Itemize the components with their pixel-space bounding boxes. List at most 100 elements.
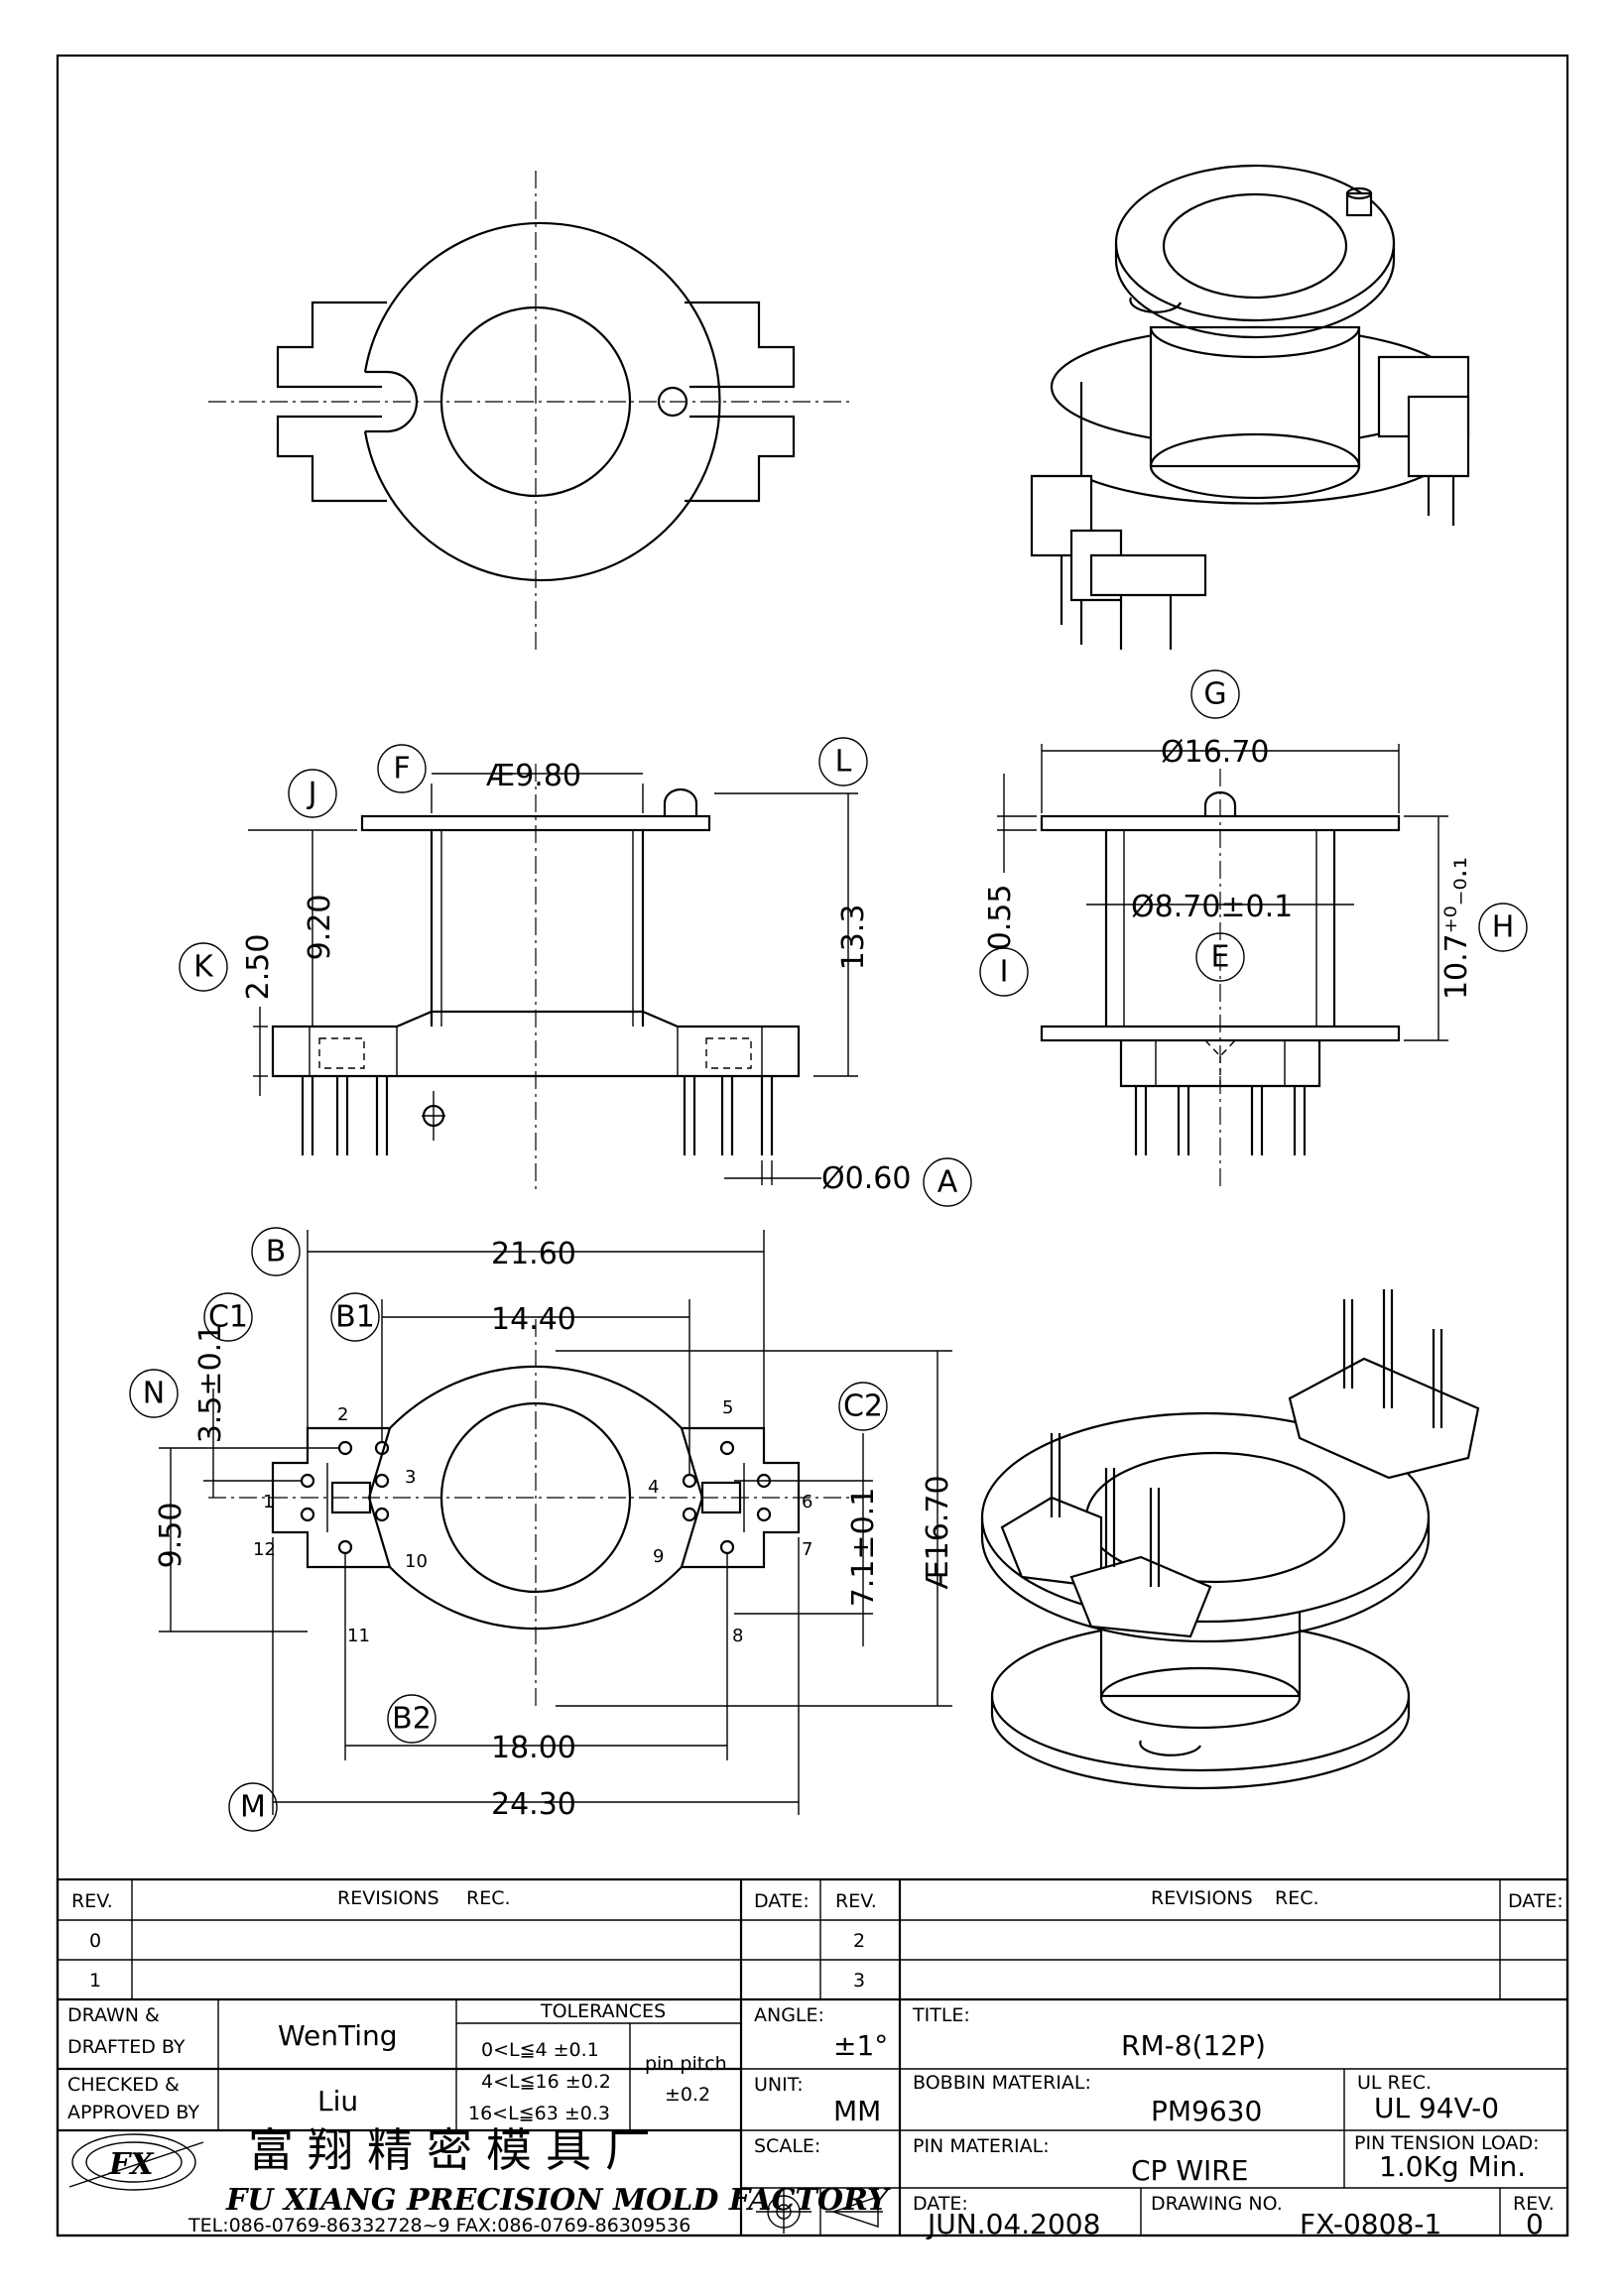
company-contact: TEL:086-0769-86332728~9 FAX:086-0769-863… [187,2215,690,2236]
drawn-label: DRAWN & [67,2004,160,2026]
ul-rec-value: UL 94V-0 [1374,2092,1499,2124]
rev-row-2: 2 [853,1930,865,1952]
balloon-l: L [835,745,852,780]
date-label: DATE: [913,2193,968,2215]
drawing-no-label: DRAWING NO. [1151,2193,1283,2215]
pin-label-10: 10 [405,1551,428,1572]
pin-pitch-label: pin pitch [645,2053,727,2075]
pin-label-8: 8 [732,1626,743,1646]
pin-material-label: PIN MATERIAL: [913,2135,1050,2157]
balloon-c2: C2 [843,1390,883,1424]
rev-header-left: REV. [71,1890,113,1912]
checked-label: CHECKED & [67,2074,180,2096]
pin-tension-label: PIN TENSION LOAD: [1354,2132,1540,2154]
balloon-k: K [193,950,214,985]
company-name-en: FU XIANG PRECISION MOLD FACTORY [225,2183,891,2218]
balloons: J F L K G E H I A B B1 C1 N C2 B2 M [129,669,1528,1832]
pin-label-5: 5 [722,1397,733,1418]
balloon-f: F [393,752,410,786]
front-dim-pin-dia: Ø0.60 [821,1161,911,1196]
company-name-cn: 富翔精密模具厂 [248,2123,665,2177]
rev-value: 0 [1526,2208,1544,2240]
front-dim-flange: Æ9.80 [486,759,581,793]
front-view: Æ9.80 9.20 2.50 13.3 Ø0.60 [241,759,911,1196]
side-view: Ø16.70 Ø8.70±0.1 10.7⁺⁰₋₀.₁ 0.55 [983,735,1474,1190]
title-value: RM-8(12P) [1121,2029,1266,2062]
balloon-b: B [266,1235,287,1269]
side-dim-flange: Ø16.70 [1161,735,1270,770]
projection-symbol-icon [756,2190,883,2234]
angle-label: ANGLE: [754,2004,824,2026]
pin-label-11: 11 [347,1626,370,1646]
rev-row-1: 1 [89,1970,101,1992]
unit-value: MM [833,2095,881,2127]
balloon-e: E [1211,940,1230,975]
balloon-i: I [1000,955,1009,990]
logo-text: FX [108,2147,155,2182]
rec-header-right: REC. [1275,1887,1319,1909]
revisions-header-left: REVISIONS [337,1887,439,1909]
side-dim-core: Ø8.70±0.1 [1131,890,1293,924]
approved-label: APPROVED BY [67,2102,199,2123]
balloon-h: H [1492,910,1515,945]
date-value: JUN.04.2008 [926,2208,1100,2240]
title-block: REV. REVISIONS REC. DATE: REV. REVISIONS… [56,1877,1569,2240]
title-label: TITLE: [912,2004,970,2026]
bottom-dim-dia: Æ16.70 [921,1475,955,1589]
bottom-dim-pitch-y: 3.5±0.1 [193,1324,228,1444]
ul-rec-label: UL REC. [1357,2072,1432,2094]
front-dim-total-height: 13.3 [836,905,871,971]
pin-label-4: 4 [648,1477,659,1498]
rev-row-3: 3 [853,1970,865,1992]
tolerances-label: TOLERANCES [540,2000,666,2022]
tolerance-line-2: 4<L≦16 ±0.2 [481,2071,611,2093]
balloon-n: N [143,1377,165,1411]
scale-label: SCALE: [754,2135,820,2157]
bottom-dim-gap-y: 7.1±0.1 [846,1488,881,1608]
unit-label: UNIT: [754,2074,804,2096]
balloon-c1: C1 [208,1300,248,1335]
checked-by-value: Liu [317,2085,358,2117]
pin-material-value: CP WIRE [1131,2154,1248,2187]
pin-label-9: 9 [653,1546,664,1567]
pin-label-2: 2 [337,1404,348,1425]
bottom-dim-span-y: 9.50 [154,1503,188,1569]
bottom-dim-outer: 21.60 [491,1237,576,1271]
balloon-m: M [240,1790,266,1825]
balloon-j: J [307,777,317,811]
pin-tension-value: 1.0Kg Min. [1379,2150,1526,2183]
company-logo-icon: FX [68,2133,204,2191]
balloon-b2: B2 [392,1702,432,1737]
rec-header-left: REC. [466,1887,511,1909]
pin-pitch-value: ±0.2 [665,2084,710,2106]
date-header-right: DATE: [1508,1890,1563,1912]
revisions-header-right: REVISIONS [1151,1887,1253,1909]
pin-label-3: 3 [405,1467,416,1488]
rev-header-right: REV. [835,1890,877,1912]
side-dim-wall: 0.55 [983,885,1018,951]
front-dim-base-height: 2.50 [241,934,276,1001]
top-view [208,171,853,655]
pin-label-6: 6 [802,1492,812,1512]
front-dim-pin-height: 9.20 [303,895,337,961]
balloon-a: A [937,1165,958,1200]
bottom-view: 2 1 3 12 10 11 5 4 6 9 7 8 21.60 14.40 3… [154,1230,955,1822]
tolerance-line-1: 0<L≦4 ±0.1 [481,2039,599,2061]
drawn-by-value: WenTing [278,2019,398,2052]
tolerance-line-3: 16<L≦63 ±0.3 [468,2103,610,2124]
pin-label-1: 1 [263,1492,274,1512]
bottom-dim-pin-width: 18.00 [491,1731,576,1765]
iso-view-top [1030,164,1470,650]
angle-value: ±1° [833,2029,888,2062]
rev-row-0: 0 [89,1930,101,1952]
bobbin-material-label: BOBBIN MATERIAL: [913,2072,1091,2094]
drawing-no-value: FX-0808-1 [1300,2208,1441,2240]
date-header-left: DATE: [754,1890,810,1912]
side-dim-height: 10.7⁺⁰₋₀.₁ [1439,857,1474,1000]
balloon-b1: B1 [335,1300,375,1335]
rev-label: REV. [1513,2193,1555,2215]
bottom-dim-total: 24.30 [491,1787,576,1822]
pin-label-12: 12 [253,1539,276,1560]
pin-label-7: 7 [802,1539,812,1560]
